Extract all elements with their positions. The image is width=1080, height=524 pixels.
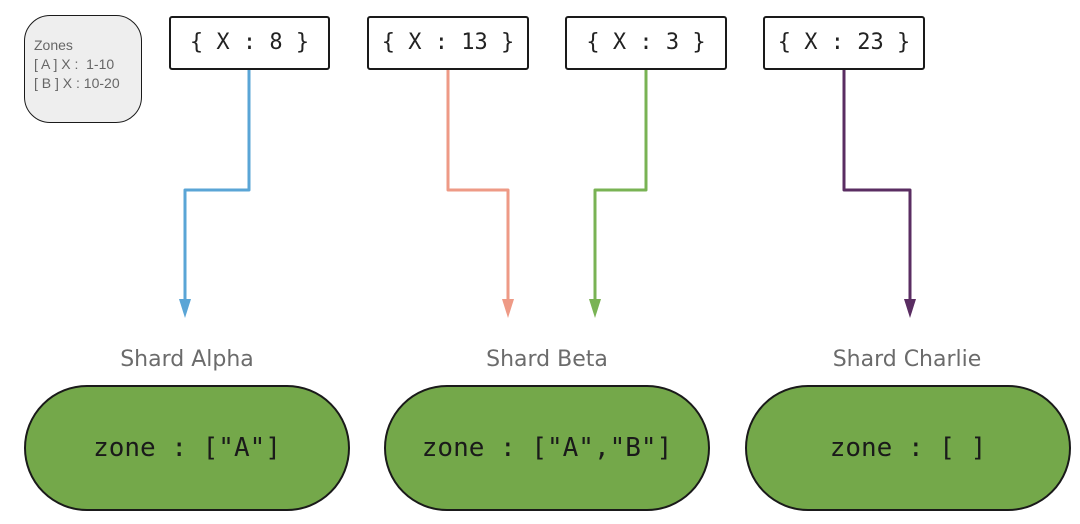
document-x8: { X : 8 } — [169, 16, 330, 70]
zones-legend: Zones [ A ] X : 1-10 [ B ] X : 10-20 — [24, 15, 142, 123]
legend-zone-a: [ A ] X : 1-10 — [34, 56, 115, 72]
document-x3: { X : 3 } — [565, 16, 727, 70]
arrow-x13 — [446, 70, 514, 318]
document-x13: { X : 13 } — [367, 16, 529, 70]
shard-charlie-title: Shard Charlie — [832, 347, 982, 372]
document-x23: { X : 23 } — [763, 16, 925, 70]
shard-charlie: zone : [ ] — [745, 385, 1071, 511]
shard-alpha-title: Shard Alpha — [120, 347, 254, 372]
arrow-x3 — [589, 70, 648, 318]
legend-title: Zones — [34, 37, 73, 53]
arrow-x8 — [179, 70, 251, 318]
shard-beta-title: Shard Beta — [486, 347, 608, 372]
shard-beta: zone : ["A","B"] — [384, 385, 710, 511]
arrow-x23 — [842, 70, 916, 318]
shard-alpha: zone : ["A"] — [24, 385, 350, 511]
legend-zone-b: [ B ] X : 10-20 — [34, 75, 120, 91]
